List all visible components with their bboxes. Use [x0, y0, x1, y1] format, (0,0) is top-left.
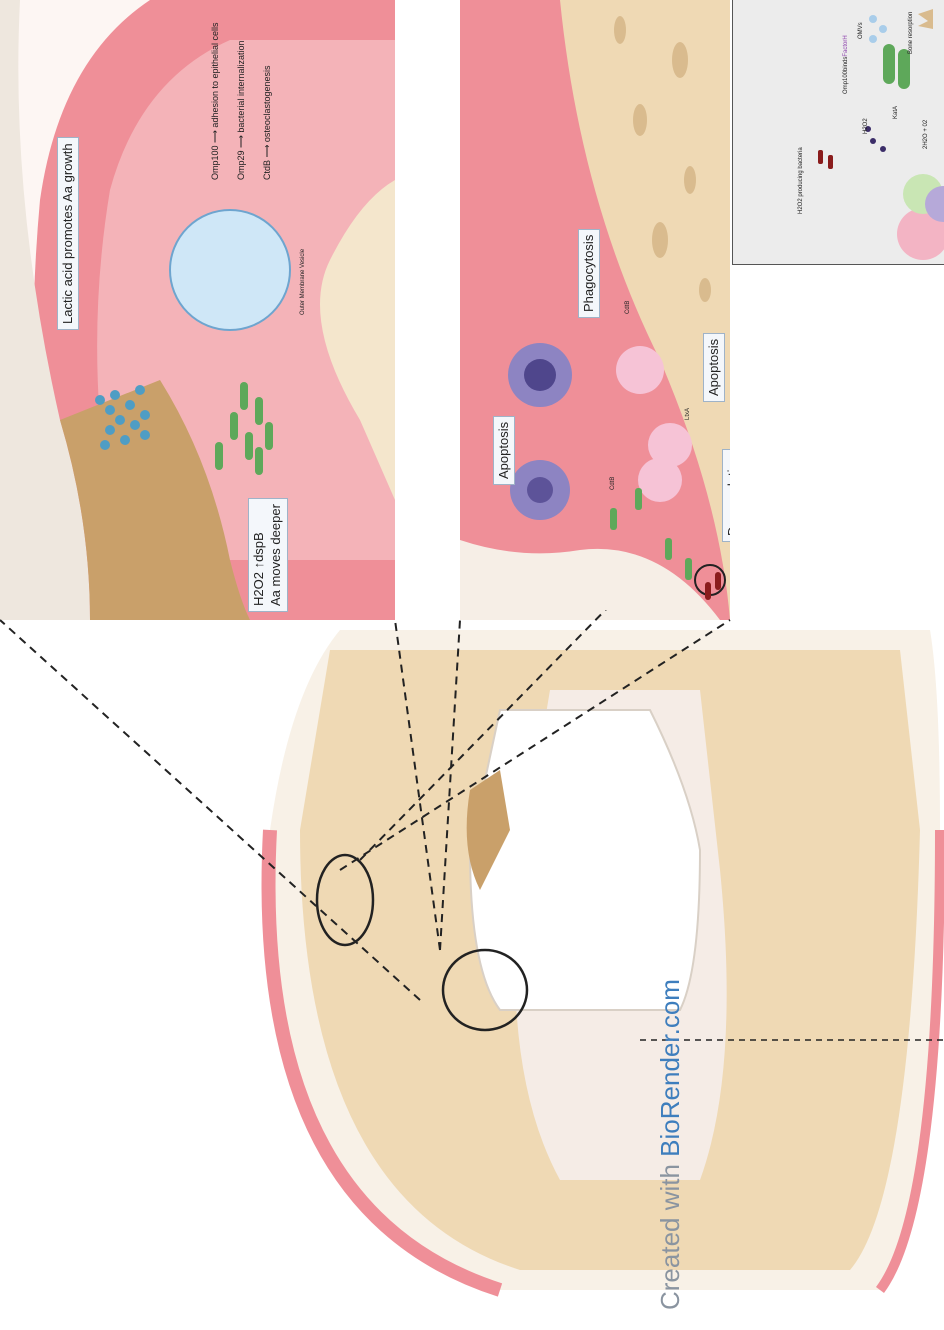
h2o2-label-line1: H2O2 ↑dspB — [251, 504, 268, 606]
apoptosis-left-label: Apoptosis — [493, 416, 515, 485]
cdtb-bottom-label: CdtB — [610, 477, 616, 490]
bone-fragment-icon — [918, 9, 933, 29]
neutrophil-icon — [616, 346, 664, 394]
lactic-acid-label: Lactic acid promotes Aa growth — [57, 137, 79, 330]
neutrophil-icon — [638, 458, 682, 502]
panel-gingival-biofilm: Lactic acid promotes Aa growth H2O2 ↑dsp… — [0, 0, 395, 620]
rod-bacteria-icon — [883, 44, 910, 89]
water-label: 2H2O + 02 — [923, 120, 929, 149]
ltxa-label: LtxA — [685, 408, 691, 420]
degranulation-label: Degranulation — [722, 449, 730, 542]
panel-host-defense-box: H2O2 producing bacteria H2O2 KatA 2H2O +… — [732, 0, 944, 265]
omv-caption: Outer Membrane Vesicle — [300, 249, 306, 315]
h2o2-label: H2O2 — [863, 118, 869, 134]
h2o2-label-line2: Aa moves deeper — [268, 504, 285, 606]
cdtb-top-label: CdtB — [625, 301, 631, 314]
panel-immune-response: Apoptosis Phagocytosis Apoptosis Degranu… — [460, 0, 730, 620]
red-bacteria-icon — [818, 150, 833, 169]
apoptosis-right-label: Apoptosis — [703, 333, 725, 402]
h2o2-bacteria-label: H2O2 producing bacteria — [798, 147, 804, 214]
phagocytosis-label: Phagocytosis — [578, 229, 600, 318]
factor-ctdb: CtdB ⟶ osteoclastogenesis — [262, 66, 273, 180]
factor-omp100: Omp100 ⟶ adhesion to epithelial cells — [210, 22, 221, 180]
omv-particles-icon — [869, 15, 887, 43]
h2o2-label: H2O2 ↑dspB Aa moves deeper — [248, 498, 288, 612]
omvs-label: OMVs — [858, 22, 864, 39]
biorender-credit: Created with BioRender.com — [655, 979, 686, 1310]
factor-omp29: Omp29 ⟶ bacterial internalization — [236, 41, 247, 180]
bone-resorption-label: Bone resorption — [908, 12, 914, 54]
tooth-crown-icon — [470, 710, 700, 1010]
vesicle-icon — [170, 210, 290, 330]
kata-label: KatA — [893, 106, 899, 119]
tooth-overview-art — [0, 610, 944, 1330]
omp-binds-label: Omp100bindsFactorH — [843, 35, 849, 94]
